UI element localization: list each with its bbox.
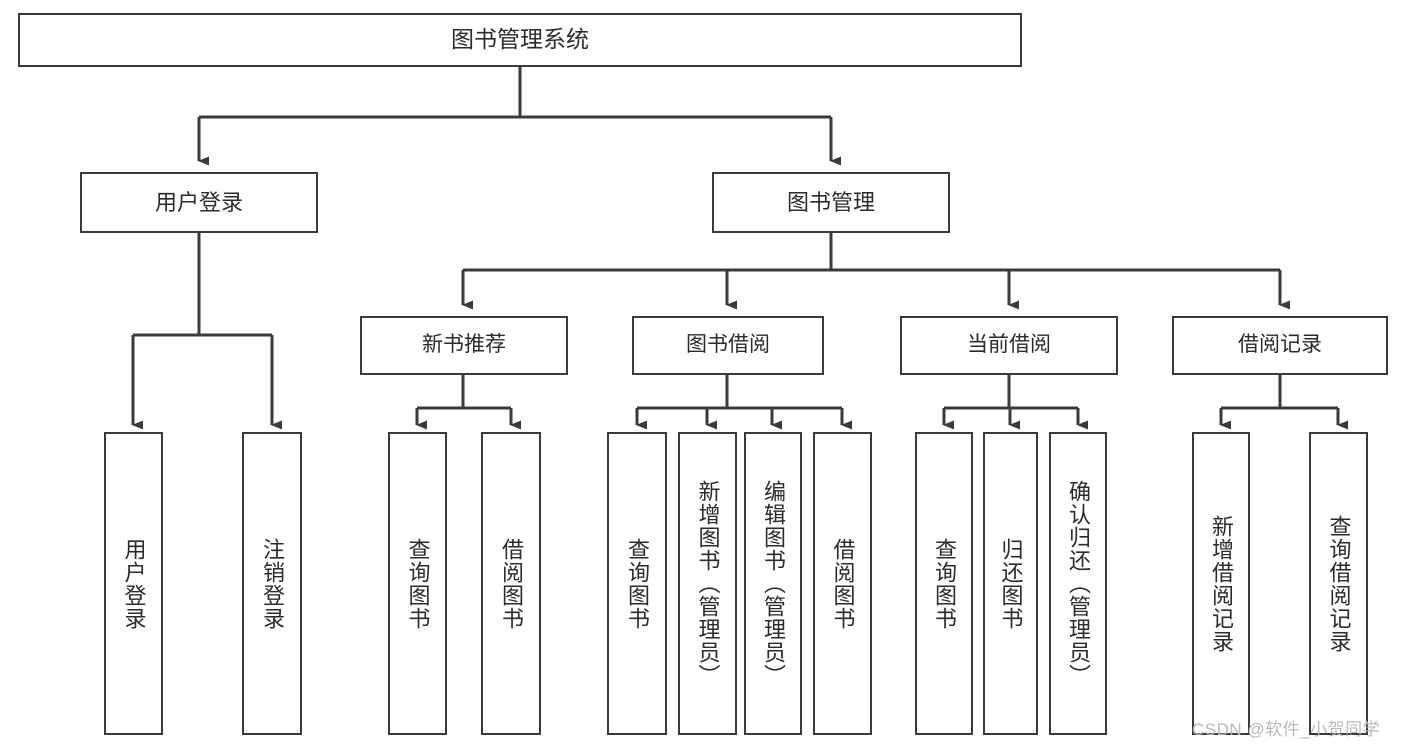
leaf-query-book-1[interactable]: 查询图书: [388, 432, 447, 735]
node-user-login[interactable]: 用户登录: [80, 172, 318, 233]
node-book-borrow-label: 图书借阅: [686, 333, 770, 357]
node-new-book-recommend-label: 新书推荐: [422, 333, 506, 357]
watermark-text: CSDN @软件_小贺同学: [1192, 720, 1381, 739]
leaf-borrow-book-2-label: 借阅图书: [830, 537, 856, 630]
node-root-label: 图书管理系统: [451, 26, 589, 53]
leaf-edit-book[interactable]: 编辑图书（管理员）: [744, 432, 802, 735]
node-book-management[interactable]: 图书管理: [712, 172, 950, 233]
leaf-return-book-label: 归还图书: [998, 537, 1024, 630]
leaf-logout-login-label: 注销登录: [259, 537, 285, 630]
node-book-borrow[interactable]: 图书借阅: [632, 316, 824, 375]
leaf-confirm-return-label: 确认归还（管理员）: [1065, 480, 1091, 687]
leaf-logout-login[interactable]: 注销登录: [242, 432, 302, 735]
leaf-add-book[interactable]: 新增图书（管理员）: [678, 432, 737, 735]
leaf-user-login[interactable]: 用户登录: [104, 432, 163, 735]
leaf-borrow-book-1-label: 借阅图书: [498, 537, 524, 630]
leaf-query-book-2[interactable]: 查询图书: [607, 432, 667, 735]
leaf-borrow-book-1[interactable]: 借阅图书: [481, 432, 541, 735]
leaf-add-record-label: 新增借阅记录: [1208, 514, 1234, 653]
node-new-book-recommend[interactable]: 新书推荐: [360, 316, 568, 375]
leaf-query-book-3[interactable]: 查询图书: [915, 432, 973, 735]
leaf-query-book-2-label: 查询图书: [624, 537, 650, 630]
leaf-query-record-label: 查询借阅记录: [1326, 514, 1352, 653]
leaf-add-record[interactable]: 新增借阅记录: [1192, 432, 1250, 735]
node-current-borrow[interactable]: 当前借阅: [900, 316, 1118, 375]
leaf-query-book-3-label: 查询图书: [931, 537, 957, 630]
leaf-query-book-1-label: 查询图书: [405, 537, 431, 630]
node-root[interactable]: 图书管理系统: [18, 13, 1022, 67]
leaf-user-login-label: 用户登录: [121, 537, 147, 630]
node-borrow-record-label: 借阅记录: [1238, 333, 1322, 357]
node-book-management-label: 图书管理: [786, 189, 875, 215]
leaf-confirm-return[interactable]: 确认归还（管理员）: [1049, 432, 1107, 735]
watermark: CSDN @软件_小贺同学: [1192, 715, 1380, 740]
node-borrow-record[interactable]: 借阅记录: [1172, 316, 1388, 375]
leaf-add-book-label: 新增图书（管理员）: [695, 480, 721, 687]
leaf-return-book[interactable]: 归还图书: [983, 432, 1038, 735]
leaf-query-record[interactable]: 查询借阅记录: [1309, 432, 1368, 735]
node-user-login-label: 用户登录: [154, 189, 243, 215]
node-current-borrow-label: 当前借阅: [967, 333, 1051, 357]
leaf-edit-book-label: 编辑图书（管理员）: [760, 480, 786, 687]
leaf-borrow-book-2[interactable]: 借阅图书: [813, 432, 872, 735]
